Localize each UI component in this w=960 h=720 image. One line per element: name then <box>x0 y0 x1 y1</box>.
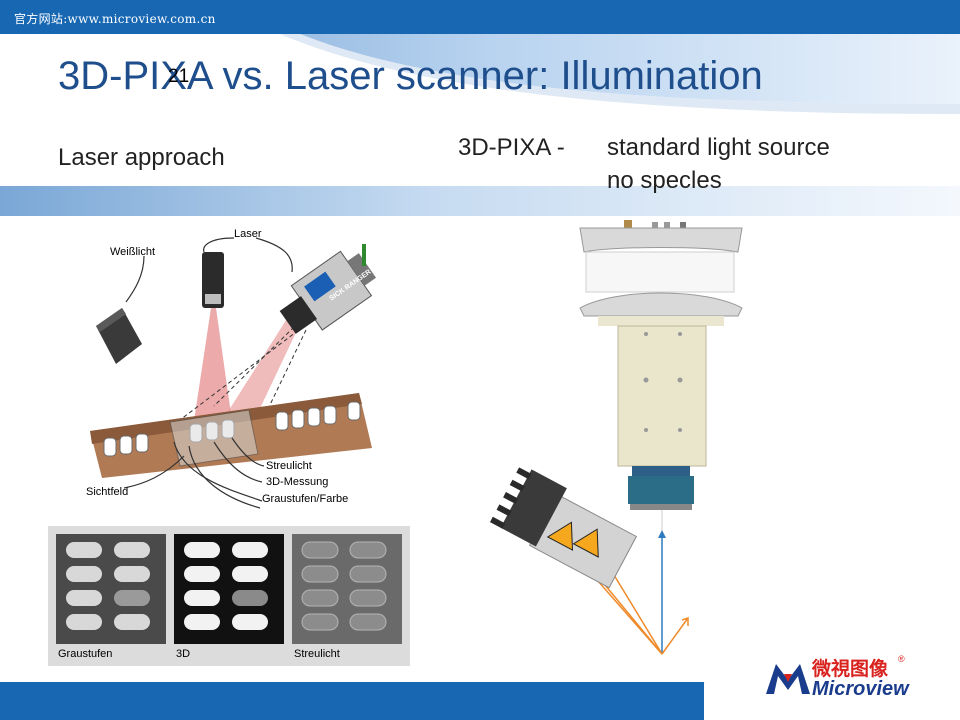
label-laser: Laser <box>234 228 262 240</box>
footer-logo-area <box>704 648 960 720</box>
slide-number: 21 <box>168 66 190 87</box>
logo-chinese-text: 微視图像 <box>812 658 889 680</box>
laser-diagram-drawing <box>90 237 377 509</box>
microview-logo-mark <box>766 664 810 694</box>
sample-images <box>56 534 402 644</box>
left-caption: Laser approach <box>58 144 225 171</box>
label-weisslicht: Weißlicht <box>110 246 156 258</box>
caption-streulicht: Streulicht <box>294 648 340 660</box>
mid-band <box>0 186 960 216</box>
label-3d-messung: 3D-Messung <box>266 476 329 488</box>
label-sichtfeld: Sichtfeld <box>86 486 129 498</box>
right-caption-line2: no specles <box>607 167 722 194</box>
sample-images-strip: Graustufen 3D Streulicht <box>48 526 410 666</box>
top-bar: 官方网站:www.microview.com.cn <box>0 0 960 34</box>
right-caption-lead: 3D-PIXA - <box>458 134 565 161</box>
label-graustufen-farbe: Graustufen/Farbe <box>262 493 349 505</box>
caption-3d: 3D <box>176 648 191 660</box>
label-streulicht: Streulicht <box>266 460 312 472</box>
logo-english-text: Microview <box>812 678 909 700</box>
registered-mark: ® <box>898 654 905 664</box>
pixa-diagram <box>476 216 796 660</box>
slide-title: 3D-PIXA vs. Laser scanner: Illumination <box>58 54 763 98</box>
website-url: 官方网站:www.microview.com.cn <box>14 12 216 26</box>
caption-graustufen: Graustufen <box>58 648 113 660</box>
pixa-diagram-drawing <box>489 220 743 655</box>
header-wave <box>0 34 960 114</box>
right-caption-line1: standard light source <box>607 134 830 161</box>
laser-diagram: Weißlicht Laser Streulicht 3D-Messung Gr… <box>44 216 412 522</box>
